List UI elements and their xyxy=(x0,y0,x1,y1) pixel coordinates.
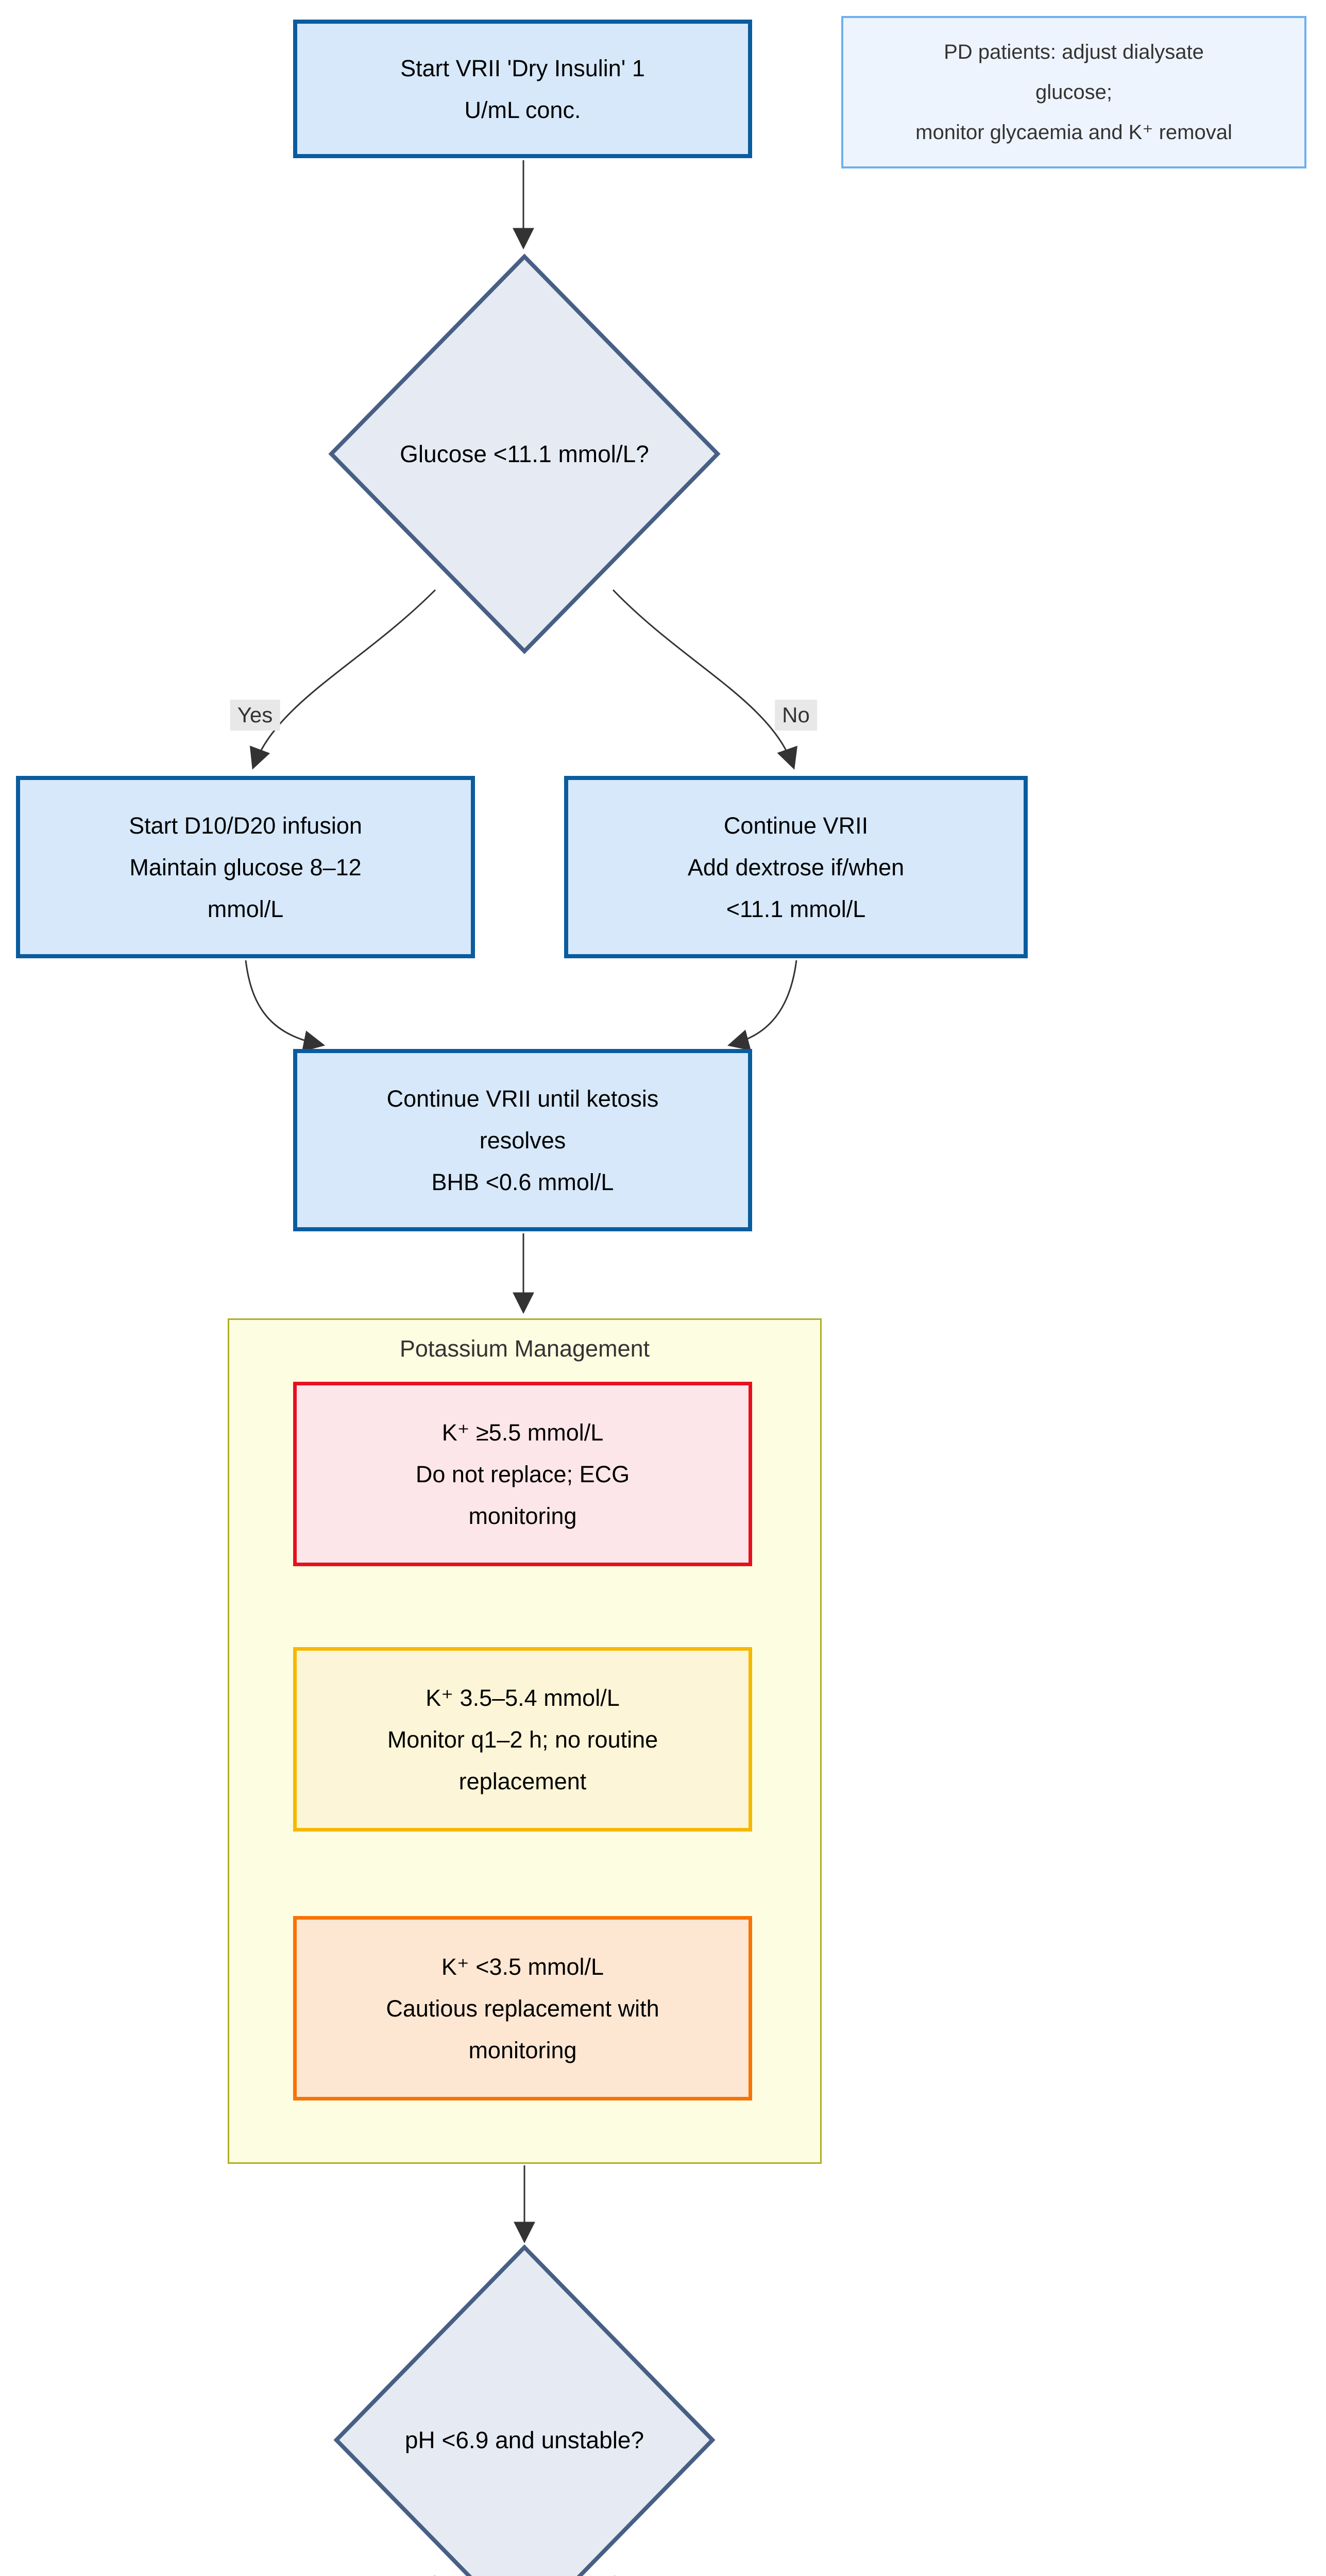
edge-label-no-1: No xyxy=(775,700,817,731)
node-continue-vrii-line1: Continue VRII xyxy=(723,812,869,839)
node-start-vrii-line2: U/mL conc. xyxy=(464,96,581,123)
node-k-high-line3: monitoring xyxy=(468,1502,577,1529)
node-k-high-line1: K⁺ ≥5.5 mmol/L xyxy=(441,1419,604,1446)
node-start-vrii: Start VRII 'Dry Insulin' 1 U/mL conc. xyxy=(293,20,752,158)
decision-glucose-label: Glucose <11.1 mmol/L? xyxy=(400,440,649,467)
node-d10-line1: Start D10/D20 infusion xyxy=(129,812,362,839)
node-continue-vrii-line2: Add dextrose if/when xyxy=(687,854,905,880)
node-pd-note-line1: PD patients: adjust dialysate xyxy=(944,41,1204,63)
decision-glucose-diamond xyxy=(328,253,721,654)
node-pd-note-line3: monitor glycaemia and K⁺ removal xyxy=(915,121,1232,144)
node-k-low-line3: monitoring xyxy=(468,2037,577,2063)
edge-glucose-yes xyxy=(249,589,436,770)
node-d10-line2: Maintain glucose 8–12 xyxy=(129,854,362,880)
node-d10-infusion: Start D10/D20 infusion Maintain glucose … xyxy=(16,776,475,958)
node-k-mid: K⁺ 3.5–5.4 mmol/L Monitor q1–2 h; no rou… xyxy=(293,1647,752,1832)
node-pd-note-line2: glucose; xyxy=(1035,81,1112,104)
node-continue-vrii-line3: <11.1 mmol/L xyxy=(726,895,866,922)
group-potassium-title: Potassium Management xyxy=(399,1335,650,1362)
edge-d10-to-ketosis xyxy=(245,960,326,1052)
node-continue-vrii: Continue VRII Add dextrose if/when <11.1… xyxy=(564,776,1028,958)
node-start-vrii-line1: Start VRII 'Dry Insulin' 1 xyxy=(400,55,645,81)
node-ketosis-line3: BHB <0.6 mmol/L xyxy=(431,1168,614,1195)
node-k-mid-line1: K⁺ 3.5–5.4 mmol/L xyxy=(426,1684,620,1711)
node-k-low: K⁺ <3.5 mmol/L Cautious replacement with… xyxy=(293,1916,752,2100)
node-ketosis: Continue VRII until ketosis resolves BHB… xyxy=(293,1049,752,1231)
node-k-mid-line3: replacement xyxy=(458,1768,587,1794)
decision-ph-diamond xyxy=(333,2244,716,2576)
node-k-low-line2: Cautious replacement with xyxy=(386,1995,659,2022)
node-ketosis-line2: resolves xyxy=(479,1127,566,1154)
node-pd-note: PD patients: adjust dialysate glucose; m… xyxy=(841,16,1306,168)
edge-label-yes-1: Yes xyxy=(230,700,280,731)
decision-ph-label: pH <6.9 and unstable? xyxy=(404,2427,644,2453)
node-d10-line3: mmol/L xyxy=(207,895,284,922)
node-k-high-line2: Do not replace; ECG xyxy=(415,1461,630,1487)
node-k-mid-line2: Monitor q1–2 h; no routine xyxy=(387,1726,658,1753)
node-k-high: K⁺ ≥5.5 mmol/L Do not replace; ECG monit… xyxy=(293,1382,752,1566)
edge-vrii-to-ketosis xyxy=(727,960,797,1051)
edge-glucose-no xyxy=(612,589,797,770)
node-k-low-line1: K⁺ <3.5 mmol/L xyxy=(441,1953,604,1980)
node-ketosis-line1: Continue VRII until ketosis xyxy=(386,1085,659,1112)
